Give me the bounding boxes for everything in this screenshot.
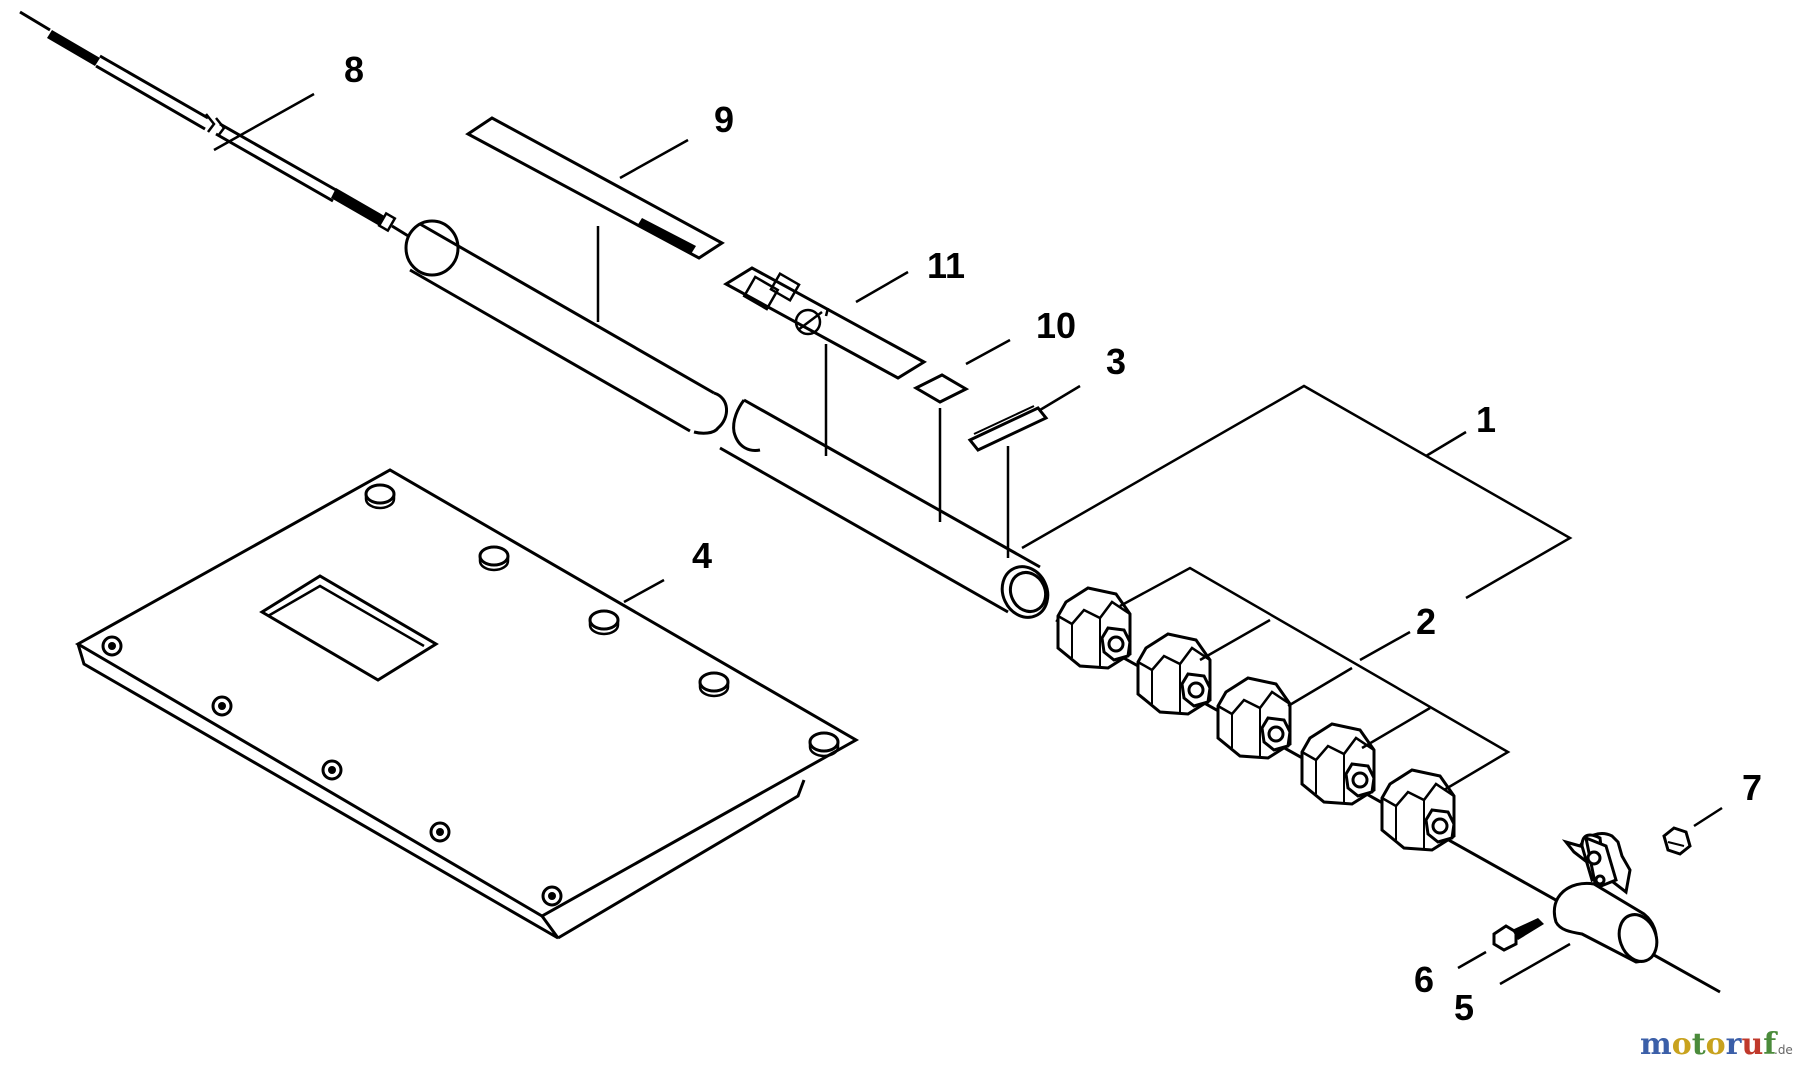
callout-4: 4 bbox=[692, 535, 712, 576]
callout-10: 10 bbox=[1036, 305, 1076, 346]
decal-brand-label bbox=[465, 116, 725, 322]
callout-2: 2 bbox=[1416, 601, 1436, 642]
hex-nut bbox=[1662, 826, 1692, 856]
callout-6: 6 bbox=[1414, 959, 1434, 1000]
watermark-letter: u bbox=[1741, 1027, 1763, 1062]
callout-11: 11 bbox=[927, 245, 965, 286]
decal-strip bbox=[967, 405, 1049, 558]
watermark-letter: t bbox=[1692, 1027, 1706, 1062]
callout-5: 5 bbox=[1454, 987, 1474, 1028]
callout-1: 1 bbox=[1476, 399, 1496, 440]
decal-warning-symbols bbox=[723, 266, 927, 456]
watermark-logo-text: motoruf bbox=[1640, 1027, 1778, 1062]
watermark-letter: o bbox=[1706, 1027, 1726, 1062]
callout-9: 9 bbox=[714, 99, 734, 140]
mounting-plate bbox=[74, 468, 860, 940]
callout-3: 3 bbox=[1106, 341, 1126, 382]
pipe-clamp bbox=[1552, 832, 1659, 964]
watermark-letter: r bbox=[1726, 1027, 1743, 1062]
callout-labels: 1 2 3 4 5 6 7 8 9 10 11 bbox=[344, 49, 1762, 1028]
shaft-tube bbox=[404, 219, 1050, 619]
callout-8: 8 bbox=[344, 49, 364, 90]
watermark-letter: f bbox=[1763, 1027, 1778, 1062]
callout-7: 7 bbox=[1742, 767, 1762, 808]
site-watermark: motoruf .de bbox=[1640, 1027, 1793, 1062]
flexible-shaft bbox=[19, 10, 419, 244]
callout-brackets bbox=[1021, 384, 1573, 792]
decal-small-square bbox=[912, 373, 970, 522]
leader-lines bbox=[213, 92, 1723, 986]
watermark-letter: m bbox=[1640, 1027, 1672, 1062]
cap-screw bbox=[1492, 918, 1544, 952]
watermark-suffix: .de bbox=[1774, 1043, 1793, 1057]
watermark-letter: o bbox=[1672, 1027, 1692, 1062]
